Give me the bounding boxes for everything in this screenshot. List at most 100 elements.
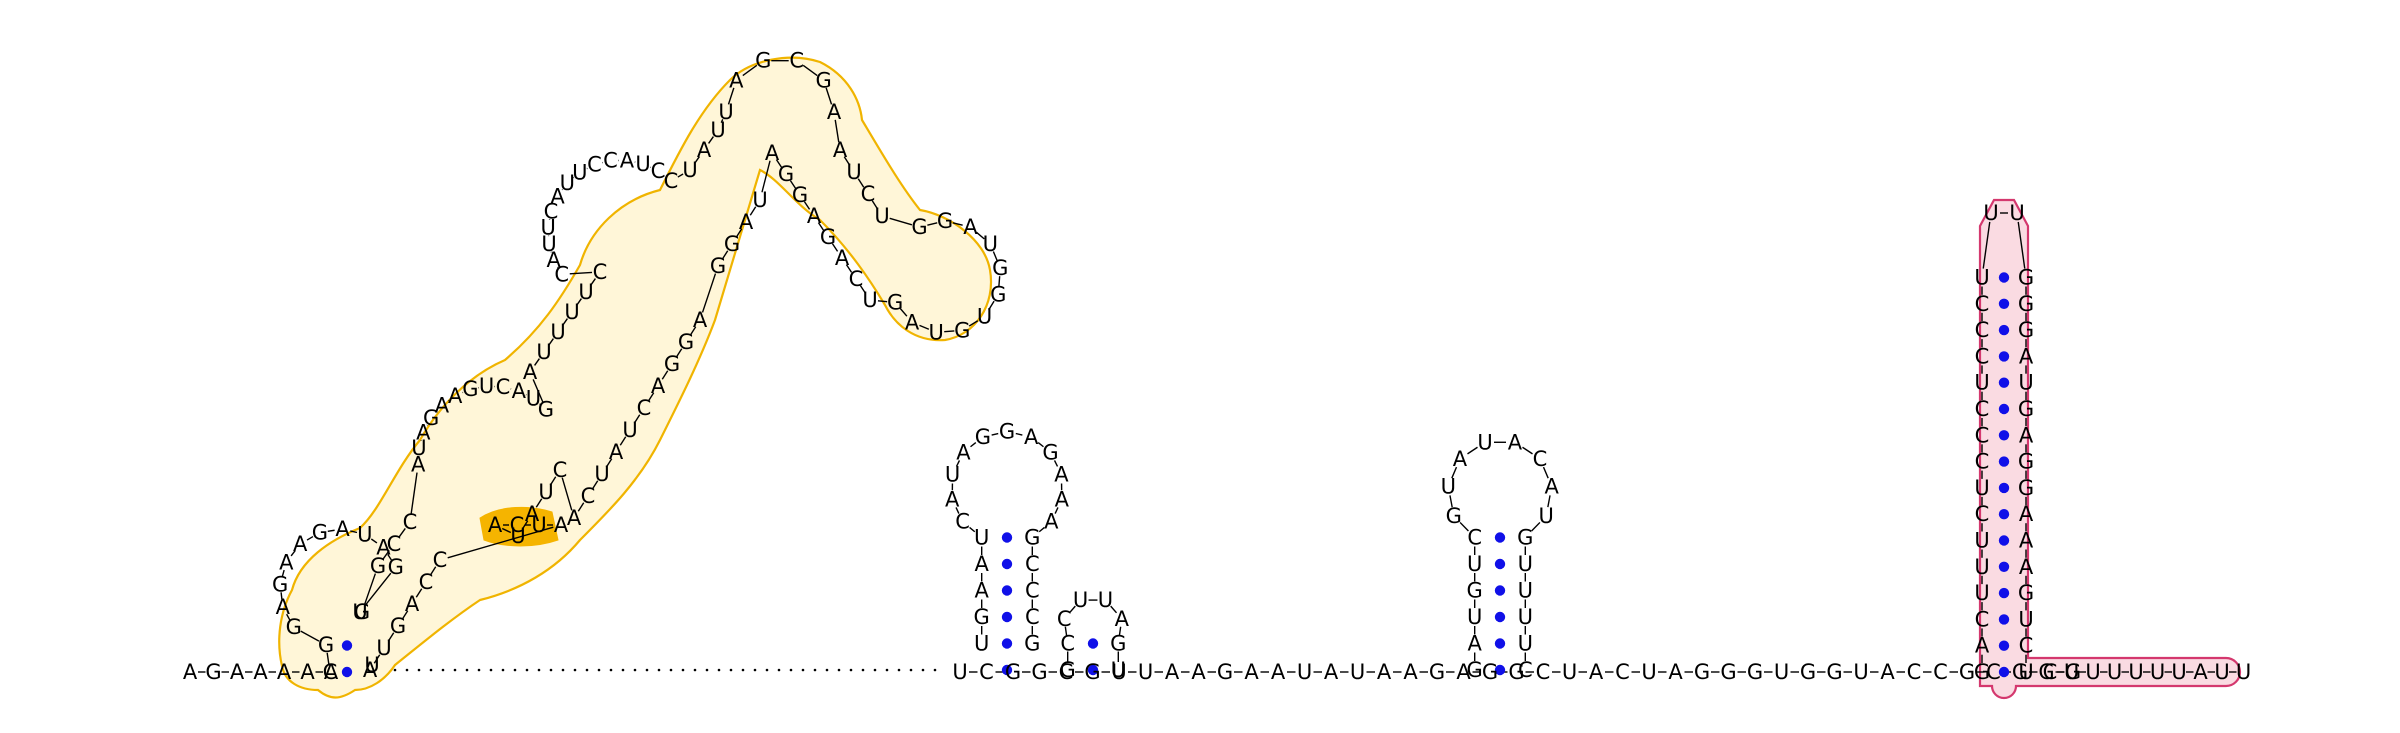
linker-dot — [909, 668, 913, 672]
terminator-left-nt: C — [1975, 344, 1990, 368]
backbone-segment — [1451, 466, 1458, 479]
linker-dot — [825, 668, 829, 672]
linker-dot — [657, 668, 661, 672]
tail-nt: U — [2150, 660, 2165, 684]
terminator-left-nt: A — [1975, 634, 1990, 658]
main-line-nt: U — [1138, 660, 1153, 684]
terminator-pair — [1998, 561, 2010, 572]
ml-nt: A — [554, 513, 569, 537]
hairpin-1-pair — [1001, 611, 1013, 623]
main-line-nt: A — [1377, 660, 1392, 684]
ml-nt: C — [403, 510, 418, 534]
terminator-left-nt: C — [1975, 450, 1990, 474]
linker-dot — [465, 668, 469, 672]
hairpin-3-loop-nt: A — [1453, 447, 1468, 471]
ml-nt: G — [318, 633, 334, 657]
ml-nt: U — [846, 160, 861, 184]
ml-nt: G — [820, 225, 836, 249]
terminator-right-nt: G — [2018, 318, 2034, 342]
hairpin-3-left-nt: U — [1518, 552, 1533, 576]
backbone-segment — [859, 285, 867, 294]
backbone-segment — [1038, 526, 1045, 533]
hairpin-1-loop-nt: A — [956, 440, 971, 464]
backbone-segment — [569, 271, 593, 275]
backbone-segment — [281, 569, 285, 577]
hairpin-3-left-nt: C — [1518, 658, 1533, 682]
main-line-nt: C — [1986, 660, 2001, 684]
main-line-nt: G — [1084, 660, 1100, 684]
backbone-segment — [306, 535, 314, 541]
ml-nt: A — [416, 420, 431, 444]
linker-dot — [477, 668, 481, 672]
ml-nt: A — [279, 550, 294, 574]
backbone-segment — [326, 652, 330, 665]
backbone-segment — [387, 632, 395, 642]
ml-nt: C — [553, 458, 568, 482]
ml-nt: G — [887, 290, 903, 314]
ml-nt: U — [536, 340, 551, 364]
hairpin-1-left-nt: C — [1025, 605, 1040, 629]
ml-nt: A — [546, 248, 561, 272]
ml-nt: G — [272, 572, 288, 596]
terminator-right-nt: A — [2019, 423, 2034, 447]
backbone-segment — [701, 273, 717, 313]
hairpin-1-loop-nt: G — [999, 420, 1015, 444]
hairpin-1-loop-nt: A — [945, 487, 960, 511]
backbone-segment — [280, 592, 283, 600]
backbone-segment — [1459, 521, 1469, 532]
ml-nt: U — [710, 118, 725, 142]
ml-nt: U — [538, 480, 553, 504]
ml-nt: G — [911, 215, 927, 239]
backbone-segment — [727, 87, 735, 105]
linker-dot — [633, 668, 637, 672]
hairpin-2-loop-nt: A — [1115, 607, 1130, 631]
ml-nt: U — [578, 280, 593, 304]
backbone-segment — [300, 630, 320, 642]
multiloop-region-outline — [278, 56, 993, 699]
tail-nt: C — [2043, 660, 2058, 684]
ml-nt: G — [678, 330, 694, 354]
hairpin-1-pair — [1001, 664, 1013, 676]
linker-dot — [537, 668, 541, 672]
tail-nt: U — [2128, 660, 2143, 684]
backbone-segment — [955, 507, 960, 514]
terminator-pair — [1998, 666, 2010, 678]
backbone-segment — [534, 358, 540, 366]
linker-dot — [501, 668, 505, 672]
ml-nt: U — [510, 524, 525, 548]
linker-dot — [441, 668, 445, 672]
hairpin-2-loop-nt: C — [1057, 607, 1072, 631]
ml-nt: G — [710, 254, 726, 278]
ml-nt: A — [765, 141, 780, 165]
backbone-segment — [735, 228, 743, 238]
ml-nt: A — [293, 532, 308, 556]
ml-nt: A — [620, 148, 635, 172]
leader-nt: A — [300, 660, 315, 684]
ml-nt: A — [833, 138, 848, 162]
hairpin-3-pair — [1494, 664, 1506, 676]
ml-nt: U — [560, 171, 575, 195]
main-line-nt: U — [1562, 660, 1577, 684]
region-backgrounds — [278, 56, 2242, 700]
ml-nt: A — [729, 68, 744, 92]
hairpin-1-left-nt: G — [1024, 632, 1040, 656]
ml-nt: A — [488, 513, 503, 537]
terminator-pair — [1998, 482, 2010, 494]
leader-nt: A — [230, 660, 245, 684]
hairpin-1-pair — [1001, 558, 1013, 570]
backbone-segment — [535, 498, 543, 508]
hairpin-1-left-nt: G — [1024, 526, 1040, 550]
backbone-segment — [619, 436, 627, 446]
ml-nt: C — [510, 513, 525, 537]
hairpin-1-pair — [1001, 585, 1013, 596]
main-line-nt: C — [1907, 660, 1922, 684]
backbone-segment — [2017, 221, 2026, 269]
terminator-pair — [1998, 587, 2010, 599]
linker-dot — [453, 668, 457, 672]
backbone-segment — [991, 432, 999, 436]
backbone-segment — [825, 87, 833, 105]
ml-nt: G — [312, 520, 328, 544]
hairpin-1-left-nt: C — [1025, 552, 1040, 576]
backbone-segment — [605, 458, 613, 468]
backbone-segment — [447, 526, 554, 559]
